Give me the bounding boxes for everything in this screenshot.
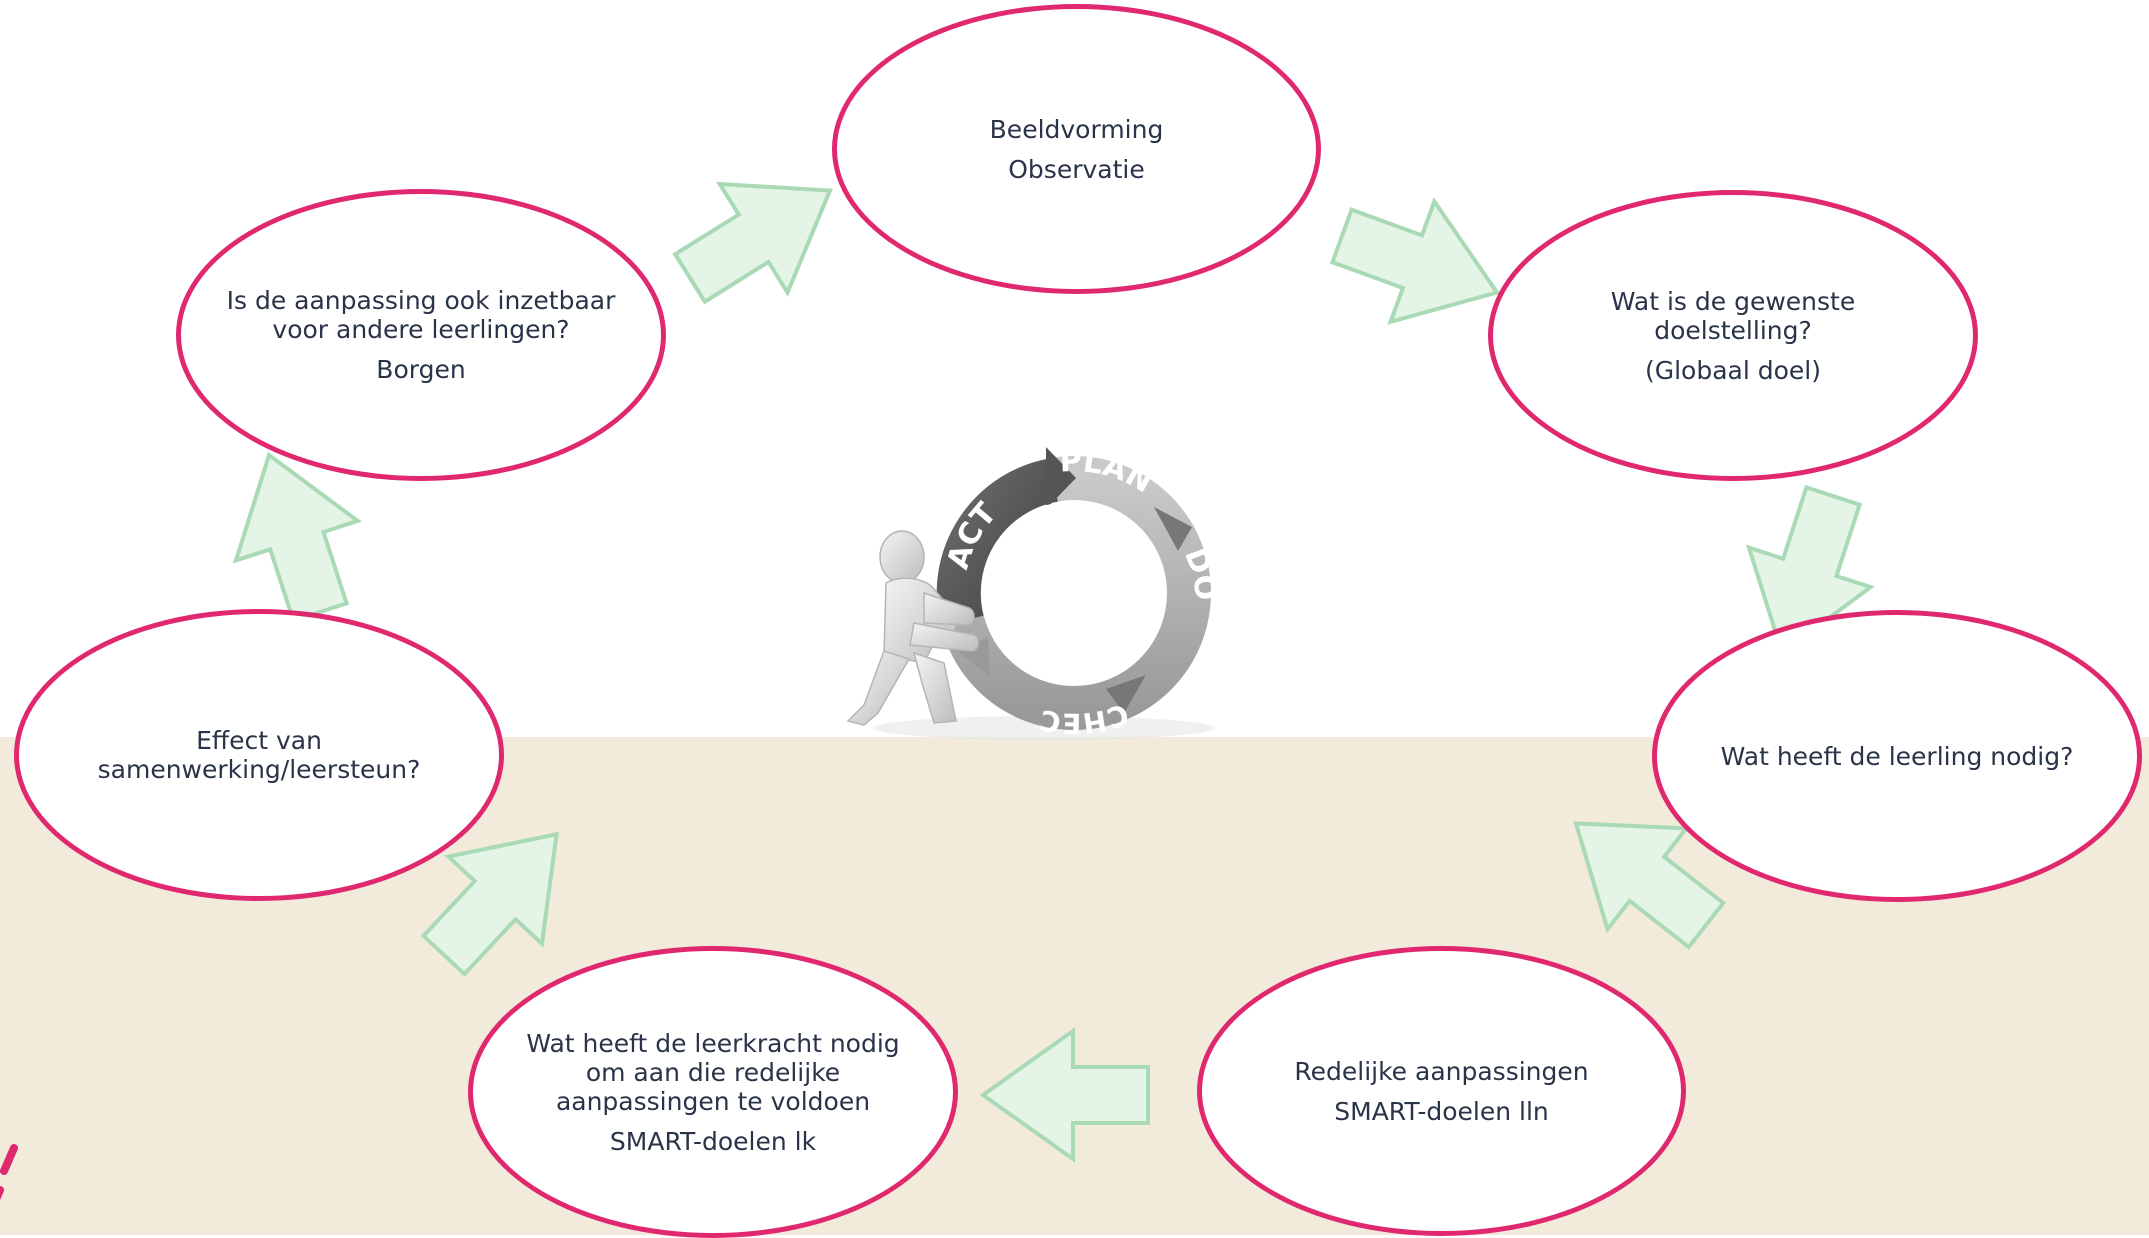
cycle-arrows [232, 181, 1875, 1163]
node-observe-line-1: Beeldvorming [989, 114, 1164, 144]
node-goal-line-1: Wat is de gewenste [1610, 286, 1856, 316]
arrow-secure-to-observe [672, 181, 833, 305]
person-figure [846, 530, 979, 726]
figure-shadow [874, 716, 1214, 740]
node-secure: Is de aanpassing ook inzetbaar voor ande… [176, 189, 666, 481]
arrowhead-act [958, 637, 990, 677]
node-adjustments: Redelijke aanpassingen SMART-doelen lln [1197, 946, 1686, 1236]
ring-inner [982, 501, 1166, 685]
node-teacher-needs: Wat heeft de leerkracht nodig om aan die… [468, 946, 958, 1238]
pdca-figure: PLAN DO ACT CHECK [846, 444, 1224, 740]
node-secure-line-1: Is de aanpassing ook inzetbaar [226, 286, 616, 315]
node-teacher-needs-line-3: aanpassingen te voldoen [555, 1086, 871, 1116]
person-leg-back [846, 650, 911, 726]
arrowhead-do [1154, 507, 1192, 551]
arrowhead-check [1106, 675, 1146, 713]
node-goal: Wat is de gewenste doelstelling? (Globaa… [1488, 190, 1978, 481]
arrow-observe-to-goal [1329, 197, 1501, 325]
node-adjustments-sub: SMART-doelen lln [1334, 1096, 1549, 1126]
person-head [879, 530, 925, 584]
node-observe: Beeldvorming Observatie [832, 4, 1321, 294]
accent-mark [0, 1144, 18, 1175]
node-teacher-needs-sub: SMART-doelen lk [609, 1126, 817, 1156]
node-teacher-needs-line-1: Wat heeft de leerkracht nodig [526, 1028, 900, 1058]
node-secure-line-2: voor andere leerlingen? [272, 315, 570, 344]
arrow-effect-to-secure [232, 451, 362, 624]
node-adjustments-line-1: Redelijke aanpassingen [1294, 1056, 1589, 1086]
person-arm-lower [909, 622, 979, 652]
node-goal-sub: (Globaal doel) [1644, 355, 1821, 385]
arrowhead-plan [1046, 447, 1076, 509]
node-student-needs-line-1: Wat heeft de leerling nodig? [1720, 741, 2074, 771]
arrow-adjustments-to-teacher [979, 1027, 1150, 1163]
arrow-goal-to-needs [1745, 484, 1875, 657]
person-arm [923, 591, 975, 626]
node-effect-line-2: samenwerking/leersteun? [97, 755, 421, 784]
person-leg-front [912, 651, 957, 724]
act-segment [936, 458, 1059, 627]
node-effect-line-1: Effect van [196, 726, 322, 755]
node-secure-sub: Borgen [376, 355, 466, 384]
node-goal-line-2: doelstelling? [1654, 315, 1812, 345]
node-effect: Effect van samenwerking/leersteun? [14, 609, 504, 901]
arrow-teacher-to-effect [420, 831, 559, 977]
node-teacher-needs-line-2: om aan die redelijke [585, 1057, 841, 1087]
node-student-needs: Wat heeft de leerling nodig? [1652, 610, 2142, 902]
arrow-needs-to-adjustments [1573, 821, 1727, 950]
node-observe-line-2: Observatie [1008, 154, 1145, 184]
